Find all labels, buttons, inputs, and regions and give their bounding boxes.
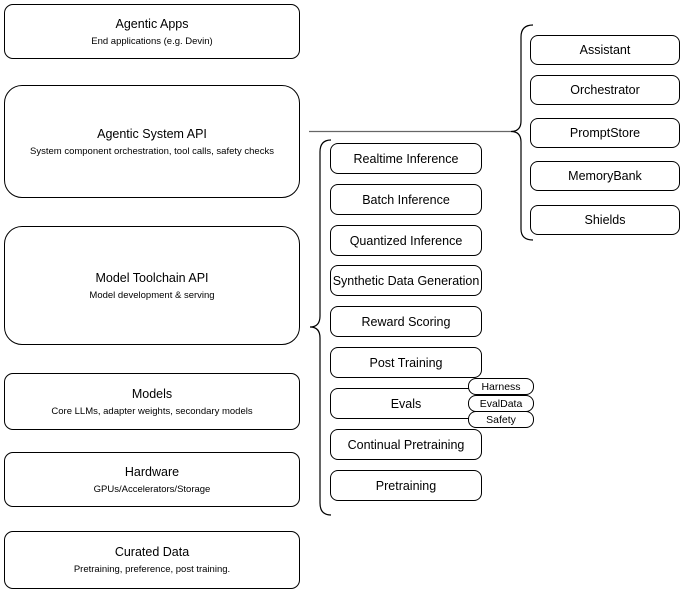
layer-box-hardware: Hardware GPUs/Accelerators/Storage [4,452,300,507]
layer-title: Agentic System API [97,126,207,141]
layer-title: Hardware [124,464,180,479]
component-box-memorybank: MemoryBank [530,161,680,191]
toolchain-box-continual-pretraining: Continual Pretraining [330,429,482,460]
layer-box-agentic-apps: Agentic Apps End applications (e.g. Devi… [4,4,300,59]
toolchain-box-realtime-inference: Realtime Inference [330,143,482,174]
eval-tag-harness: Harness [468,378,534,395]
toolchain-label: Reward Scoring [361,314,451,329]
toolchain-box-synthetic-data-generation: Synthetic Data Generation [330,265,482,296]
toolchain-box-post-training: Post Training [330,347,482,378]
component-label: Shields [584,213,626,227]
layer-box-models: Models Core LLMs, adapter weights, secon… [4,373,300,430]
toolchain-box-batch-inference: Batch Inference [330,184,482,215]
layer-box-agentic-system-api: Agentic System API System component orch… [4,85,300,198]
layer-subtitle: System component orchestration, tool cal… [30,145,274,157]
toolchain-box-evals: Evals [330,388,482,419]
layer-subtitle: Model development & serving [89,289,215,301]
toolchain-label: Realtime Inference [353,151,459,166]
layer-subtitle: Core LLMs, adapter weights, secondary mo… [51,405,253,417]
toolchain-label: Pretraining [375,478,437,493]
toolchain-box-pretraining: Pretraining [330,470,482,501]
layer-subtitle: End applications (e.g. Devin) [91,35,213,47]
toolchain-box-reward-scoring: Reward Scoring [330,306,482,337]
eval-tag-evaldata: EvalData [468,395,534,412]
component-label: Assistant [579,43,631,57]
component-box-shields: Shields [530,205,680,235]
toolchain-label: Quantized Inference [349,233,463,248]
toolchain-label: Synthetic Data Generation [332,273,480,288]
toolchain-label: Continual Pretraining [347,437,465,452]
component-label: MemoryBank [568,169,642,183]
component-label: PromptStore [569,126,641,140]
toolchain-brace [309,139,332,516]
layer-box-curated-data: Curated Data Pretraining, preference, po… [4,531,300,589]
layer-title: Models [131,386,173,401]
eval-tag-label: Safety [486,413,516,426]
layer-title: Agentic Apps [115,16,189,31]
component-box-promptstore: PromptStore [530,118,680,148]
toolchain-label: Post Training [369,355,443,370]
layer-title: Model Toolchain API [95,270,209,285]
eval-tag-label: Harness [481,380,521,393]
eval-tag-label: EvalData [479,397,523,410]
toolchain-label: Batch Inference [362,192,450,207]
layer-title: Curated Data [114,545,190,559]
component-box-orchestrator: Orchestrator [530,75,680,105]
layer-box-model-toolchain-api: Model Toolchain API Model development & … [4,226,300,345]
toolchain-box-quantized-inference: Quantized Inference [330,225,482,256]
eval-tag-safety: Safety [468,411,534,428]
layer-subtitle: GPUs/Accelerators/Storage [93,483,211,495]
component-box-assistant: Assistant [530,35,680,65]
layer-subtitle: Pretraining, preference, post training. [73,564,231,575]
component-label: Orchestrator [570,83,640,97]
toolchain-label: Evals [390,396,422,411]
